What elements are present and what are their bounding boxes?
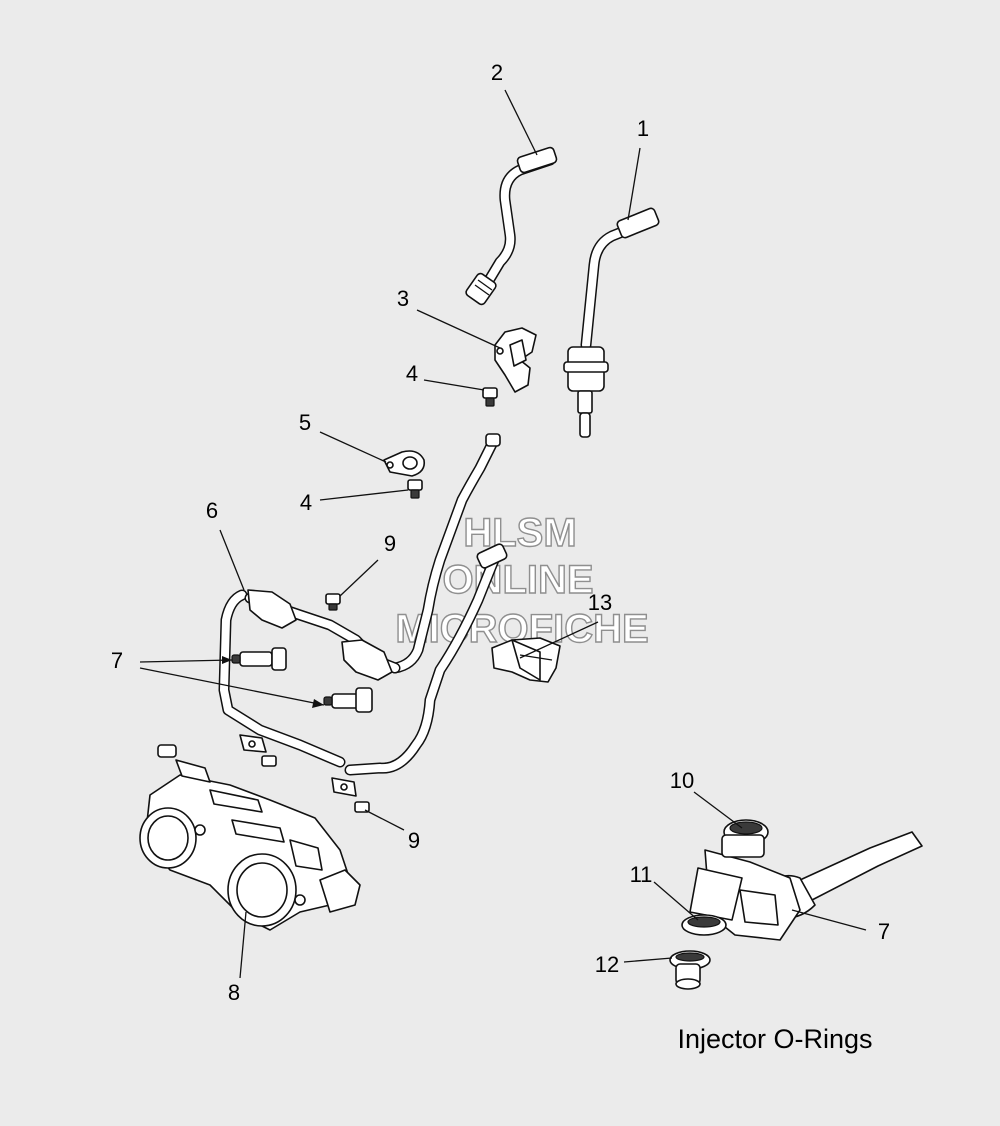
part-7-injector-b [323,687,373,713]
callout-10: 10 [670,768,694,793]
part-3-bracket [494,327,537,393]
detail-injector-o-rings [669,819,923,990]
part-8-throttle-body [139,744,361,931]
part-7-injector-a [231,647,287,671]
callout-5: 5 [299,410,311,435]
part-9-screw-lower [354,801,370,813]
callout-9-lower: 9 [408,828,420,853]
callout-1: 1 [637,116,649,141]
part-13-clamp [491,637,561,683]
callout-2: 2 [491,60,503,85]
callout-6: 6 [206,498,218,523]
callout-4-upper: 4 [406,361,418,386]
part-5-hose-clip [383,450,426,477]
callout-3: 3 [397,286,409,311]
leader-lines [139,89,867,979]
callout-7-detail: 7 [878,919,890,944]
callout-8: 8 [228,980,240,1005]
callout-4-lower: 4 [300,490,312,515]
callouts: 2 1 3 4 5 4 6 9 13 7 9 8 10 11 12 7 [111,60,890,1005]
part-6-fuel-rail [218,433,508,797]
part-1-fuel-line-filter [563,207,660,438]
part-4-bolt-lower [407,479,423,499]
watermark-line-2: ONLINE [442,558,593,602]
callout-11: 11 [630,862,653,887]
callout-13: 13 [588,590,612,615]
part-9-screw-upper [325,593,341,611]
part-4-bolt-upper [482,387,498,407]
part-2-fuel-hose [465,146,558,306]
callout-12: 12 [595,952,619,977]
callout-7-rail: 7 [111,648,123,673]
watermark-line-1: HLSM [463,511,576,555]
detail-caption: Injector O-Rings [677,1024,872,1054]
part-9-screw-middle [261,755,277,767]
callout-9-upper: 9 [384,531,396,556]
